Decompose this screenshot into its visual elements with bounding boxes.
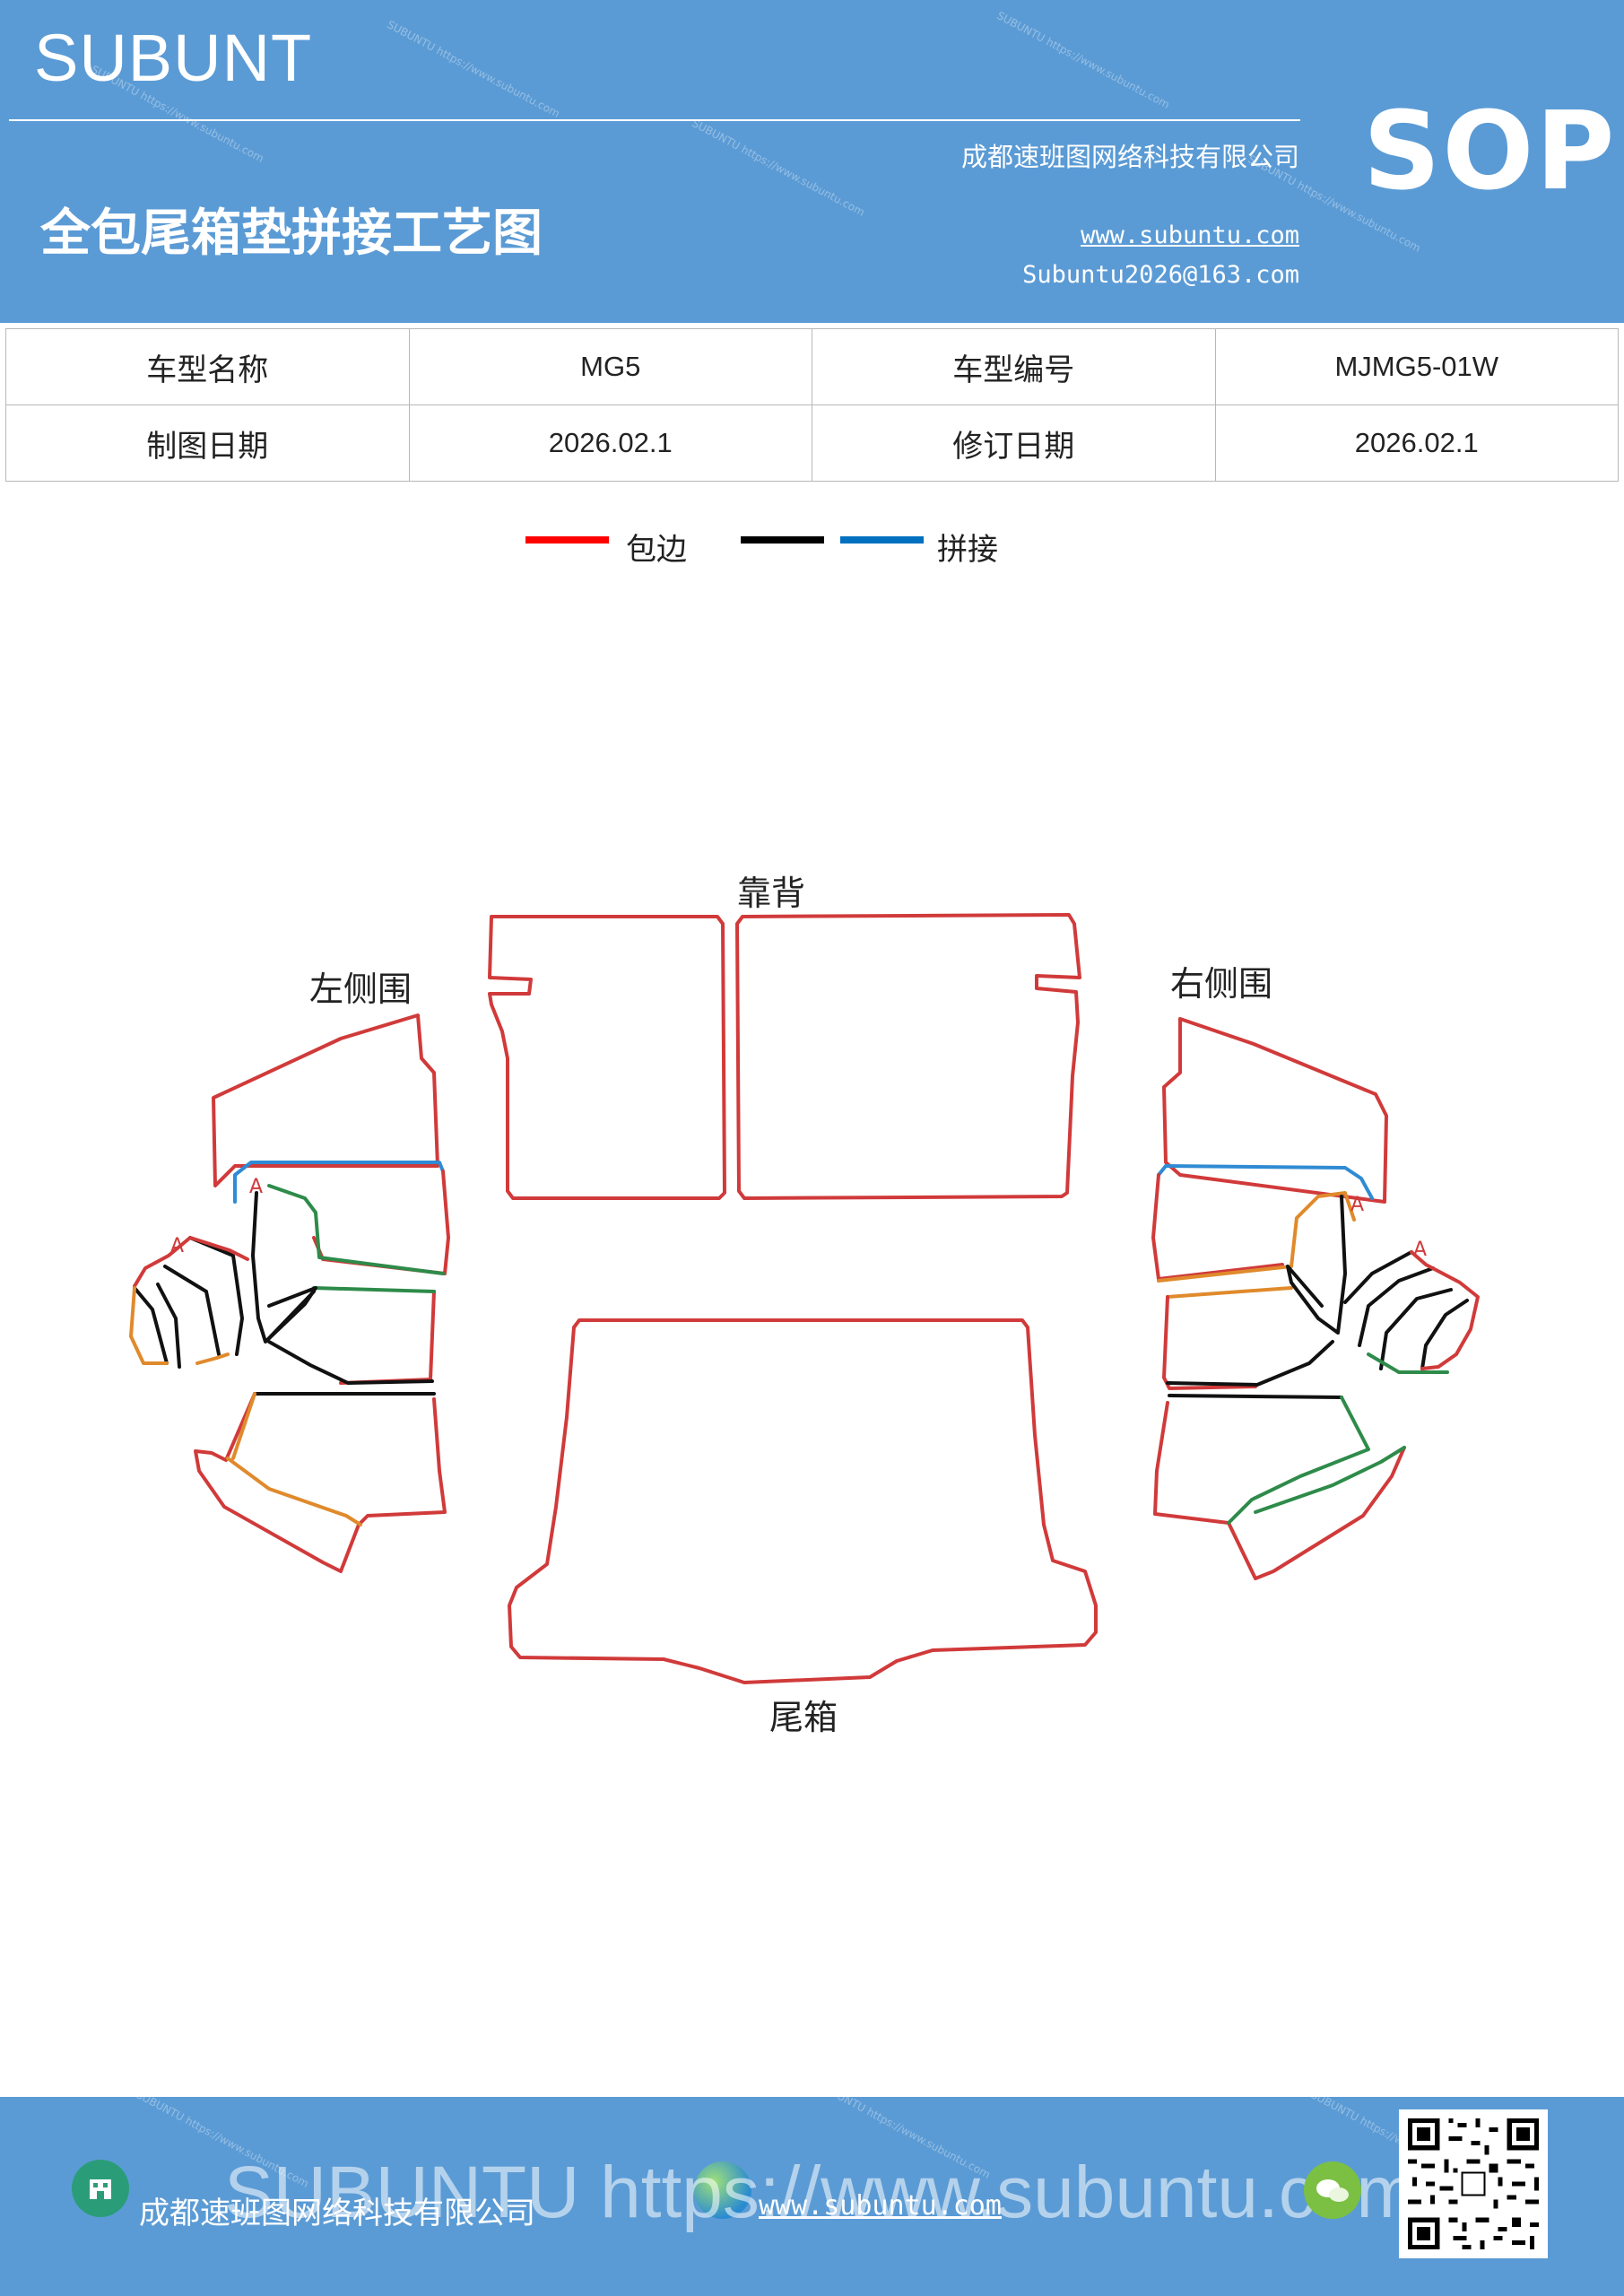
qr-code	[1399, 2109, 1548, 2258]
right-wall-label: 右侧围	[1170, 964, 1273, 1004]
backrest-left-panel	[488, 915, 726, 1200]
left-wall-fin-outer	[133, 1236, 249, 1288]
left-wall-label: 左侧围	[309, 970, 413, 1009]
revise-date-label: 修订日期	[812, 404, 1216, 482]
marker-a-left-2: A	[170, 1235, 184, 1257]
header-divider	[9, 119, 1300, 121]
legend: 包边 拼接	[0, 525, 1624, 570]
left-wall-lower	[194, 1392, 447, 1573]
right-wall-orange-middle	[1166, 1286, 1293, 1299]
left-wall-upper	[212, 1013, 439, 1187]
legend-splice-blue-swatch	[840, 536, 924, 544]
left-wall-fin-bottom	[129, 1286, 230, 1365]
left-wall-upper-splice	[233, 1161, 445, 1204]
left-wall-black-strips	[133, 1236, 244, 1369]
right-wall-mid-lower	[1162, 1295, 1257, 1390]
brand-logo-text: SUBUNT	[34, 21, 313, 95]
marker-a-right-1: A	[1350, 1194, 1364, 1216]
marker-a-right-2: A	[1413, 1239, 1427, 1261]
draw-date-value: 2026.02.1	[408, 404, 812, 482]
globe-icon	[694, 2161, 751, 2219]
footer-watermark: SUBUNTU https://www.subuntu.com	[224, 2152, 1418, 2233]
revise-date-value: 2026.02.1	[1214, 404, 1619, 482]
website-link[interactable]: www.subuntu.com	[1081, 222, 1299, 249]
legend-splice-label: 拼接	[937, 532, 998, 568]
legend-edge-label: 包边	[626, 532, 687, 568]
right-wall-orange-top	[1157, 1191, 1356, 1283]
left-wall-black-curve	[267, 1290, 434, 1385]
footer-company-name: 成都速班图网络科技有限公司	[139, 2196, 535, 2231]
trunk-label: 尾箱	[769, 1698, 838, 1737]
document-title: 全包尾箱垫拼接工艺图	[40, 204, 543, 263]
footer-banner: SUBUNTU https://www.subuntu.com SUBUNTU …	[0, 2097, 1624, 2296]
left-wall-lower-orange	[226, 1392, 362, 1526]
marker-a-left-1: A	[249, 1176, 263, 1198]
header-banner: SUBUNTU https://www.subuntu.com SUBUNTU …	[0, 0, 1624, 323]
right-wall-fin-green	[1367, 1352, 1449, 1374]
right-wall-black-wedge	[1286, 1195, 1347, 1335]
draw-date-label: 制图日期	[5, 404, 410, 482]
table-row: 车型名称 MG5 车型编号 MJMG5-01W	[5, 328, 1619, 405]
left-wall-black-wedge	[251, 1191, 317, 1344]
left-wall-mid-green-top	[267, 1184, 445, 1275]
company-name: 成都速班图网络科技有限公司	[960, 142, 1299, 172]
left-wall-green-middle	[312, 1286, 436, 1293]
backrest-right-panel	[735, 913, 1081, 1200]
left-wall-mid-lower	[339, 1290, 436, 1385]
model-code-label: 车型编号	[812, 328, 1216, 405]
footer-website-link[interactable]: www.subuntu.com	[759, 2190, 1002, 2222]
right-wall-upper	[1162, 1017, 1388, 1204]
legend-edge-swatch	[525, 536, 609, 544]
building-icon	[72, 2160, 129, 2217]
trunk-floor-panel	[508, 1318, 1098, 1684]
right-wall-lower-black	[1168, 1394, 1343, 1399]
model-name-value: MG5	[408, 328, 812, 405]
legend-splice-black-swatch	[741, 536, 824, 544]
backrest-label: 靠背	[737, 874, 806, 913]
wechat-icon[interactable]	[1304, 2161, 1361, 2219]
model-name-label: 车型名称	[5, 328, 410, 405]
right-wall-mid-upper	[1151, 1173, 1284, 1281]
right-wall-lower-green	[1227, 1396, 1406, 1525]
vehicle-info-table: 车型名称 MG5 车型编号 MJMG5-01W 制图日期 2026.02.1 修…	[5, 328, 1619, 482]
right-wall-fin-outer	[1410, 1250, 1480, 1370]
model-code-value: MJMG5-01W	[1214, 328, 1619, 405]
sop-badge: SOP	[1363, 90, 1617, 214]
right-wall-lower	[1153, 1401, 1406, 1580]
right-wall-upper-splice	[1157, 1164, 1374, 1200]
table-row: 制图日期 2026.02.1 修订日期 2026.02.1	[5, 404, 1619, 482]
right-wall-black-curve	[1166, 1340, 1334, 1387]
right-wall-black-strips	[1343, 1250, 1469, 1370]
email-address[interactable]: Subuntu2026@163.com	[1022, 261, 1299, 289]
